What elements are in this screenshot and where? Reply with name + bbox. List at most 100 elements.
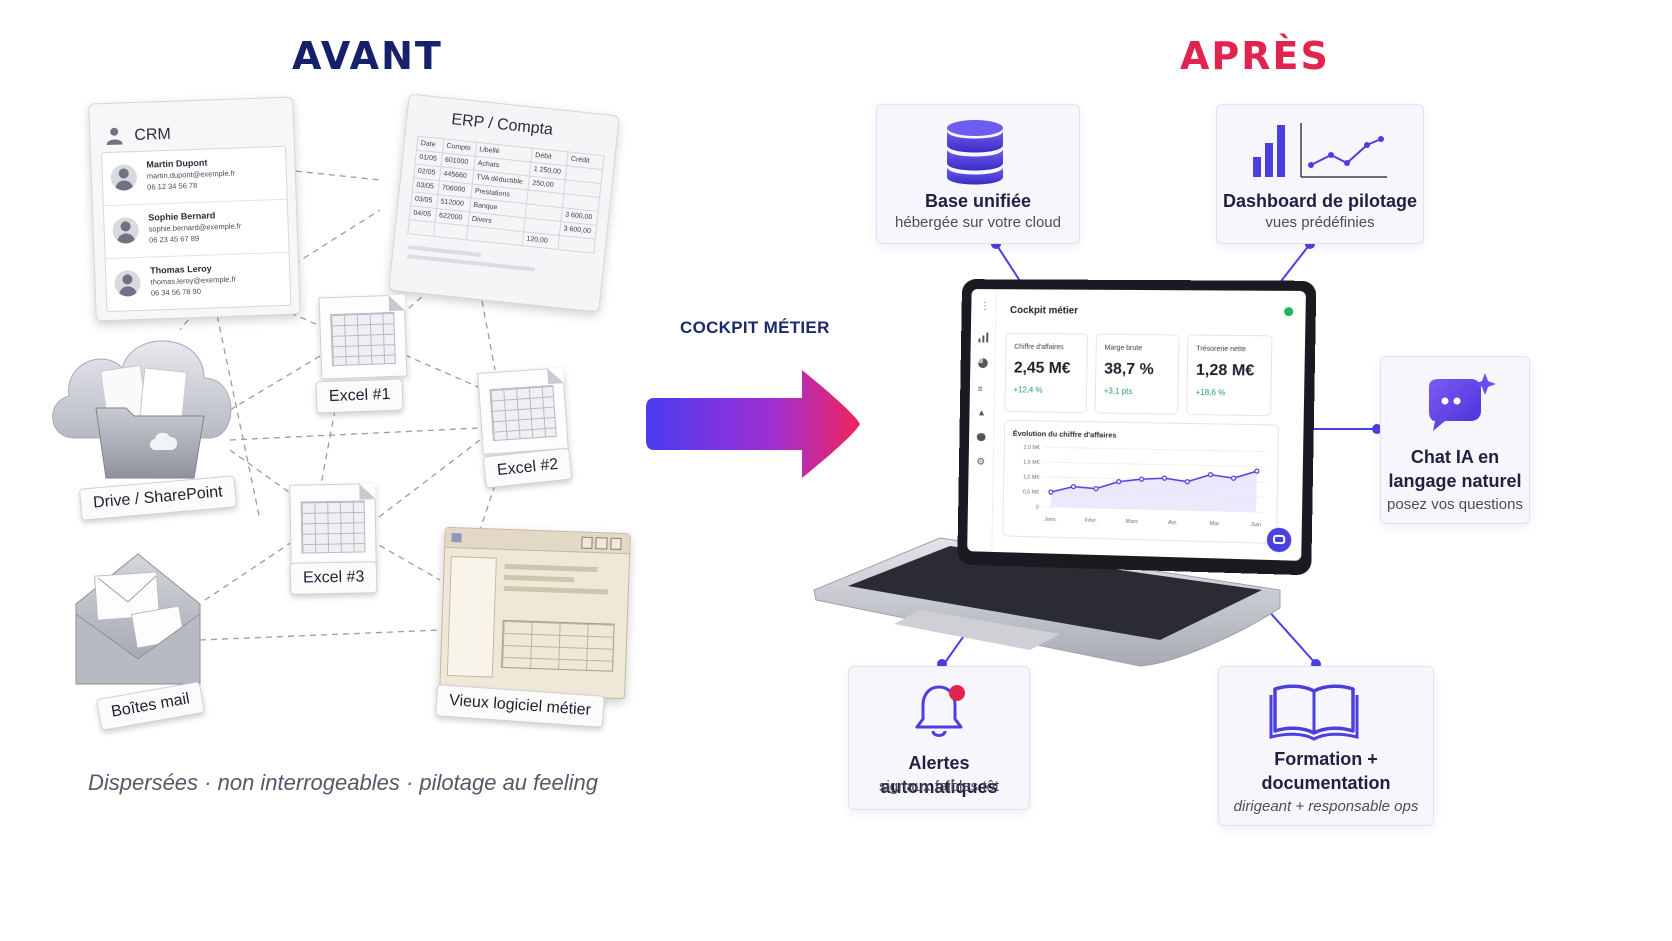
crm-title: CRM (134, 125, 172, 145)
data-point (1071, 485, 1075, 489)
data-grid (501, 619, 615, 672)
list-item: Sophie Bernard sophie.bernard@exemple.fr… (103, 199, 289, 260)
connector-dot (1311, 659, 1321, 669)
feature-title-line1: Chat IA en (1410, 447, 1500, 467)
kpi-label: Marge brute (1104, 344, 1143, 353)
kpi-delta: +12,4 % (1013, 385, 1043, 395)
data-point (1255, 469, 1259, 473)
y-tick-label: 1,0 M€ (1023, 475, 1040, 481)
erp-footer-lines (406, 245, 591, 282)
grid-line (1044, 447, 1266, 451)
laptop-screen: ⋮ ≡ ▲ ⚙ Cockpit métier Chiffre d'affaire… (957, 279, 1317, 576)
feature-subtitle: posez vos questions (1387, 496, 1523, 513)
x-tick-label: Mars (1126, 519, 1139, 525)
kpi-delta: +3,1 pts (1103, 386, 1133, 396)
laptop-base (813, 537, 1281, 667)
list-icon[interactable]: ≡ (977, 383, 983, 394)
crm-contact-list: Martin Dupont martin.dupont@exemple.fr 0… (100, 145, 292, 313)
excel-3-label: Excel #3 (289, 561, 378, 595)
bar-line-chart-icon (1253, 123, 1387, 178)
contact-name: Thomas Leroy (149, 263, 212, 276)
data-point (1208, 473, 1212, 477)
kpi-label: Chiffre d'affaires (1014, 343, 1064, 352)
contact-email: sophie.bernard@exemple.fr (148, 221, 242, 234)
database-icon (947, 120, 1003, 185)
contact-email: thomas.leroy@exemple.fr (150, 274, 237, 287)
arrow-label: COCKPIT MÉTIER (680, 318, 830, 337)
grid-line (1044, 462, 1266, 467)
data-point (1094, 487, 1098, 491)
chat-fab-button[interactable] (1266, 527, 1292, 553)
cell: 120,00 (522, 231, 560, 250)
apres-title: APRÈS (1180, 34, 1330, 78)
avant-title: AVANT (292, 34, 443, 78)
x-tick-label: Févr. (1085, 518, 1098, 524)
contact-name: Sophie Bernard (148, 210, 216, 223)
data-point (1162, 476, 1166, 480)
user-icon (106, 127, 123, 146)
feature-alertes: Alertes automatiques signaux faibles tôt (848, 666, 1030, 810)
erp-table: Date Compte Libellé Débit Crédit 01/05 6… (407, 136, 604, 254)
feature-formation: Formation + documentation dirigeant + re… (1218, 666, 1434, 826)
excel-3-sheet-icon (289, 483, 377, 567)
contact-phone: 06 23 45 67 89 (148, 233, 200, 245)
kpi-delta: +18,6 % (1195, 387, 1226, 398)
cell (557, 235, 596, 254)
feature-subtitle: vues prédéfinies (1265, 214, 1375, 231)
avatar (112, 216, 140, 244)
data-point (1117, 480, 1121, 484)
envelope-icon (75, 553, 201, 685)
bell-icon (915, 685, 965, 737)
erp-card: ERP / Compta Date Compte Libellé Débit C… (388, 93, 620, 313)
feature-dashboard: Dashboard de pilotage vues prédéfinies (1216, 104, 1424, 244)
data-point (1231, 476, 1235, 480)
old-software-window (439, 526, 631, 700)
transformation-arrow (646, 370, 860, 478)
x-tick-label: Juin (1251, 522, 1261, 528)
cell (407, 219, 435, 237)
status-dot (1284, 307, 1294, 317)
erp-title: ERP / Compta (450, 111, 554, 139)
contact-phone: 06 34 56 78 90 (150, 286, 202, 298)
y-tick-label: 2,0 M€ (1023, 445, 1040, 451)
menu-icon[interactable]: ⋮ (979, 300, 990, 312)
feature-base-unifiee: Base unifiée hébergée sur votre cloud (876, 104, 1080, 244)
contact-phone: 06 12 34 56 78 (147, 180, 198, 192)
bell-small-icon[interactable]: ▲ (977, 407, 986, 418)
feature-subtitle: dirigeant + responsable ops (1233, 798, 1419, 815)
avatar (110, 164, 138, 191)
window-controls (581, 536, 622, 550)
feature-title: Alertes automatiques (880, 753, 998, 797)
tree-panel (446, 556, 497, 678)
connector-dot (991, 239, 1001, 249)
x-tick-label: Janv. (1044, 517, 1057, 523)
open-book-icon (1269, 684, 1359, 741)
series-area (1050, 466, 1257, 513)
chat-small-icon[interactable] (976, 433, 986, 442)
data-point (1049, 490, 1053, 494)
chart-title: Évolution du chiffre d'affaires (1012, 428, 1117, 440)
y-tick-label: 0,5 M€ (1023, 489, 1040, 495)
connector-dot (1305, 239, 1315, 249)
gear-icon[interactable]: ⚙ (976, 456, 986, 468)
list-item: Thomas Leroy thomas.leroy@exemple.fr 06 … (106, 253, 291, 312)
contact-email: martin.dupont@exemple.fr (146, 168, 236, 181)
chart-icon[interactable] (978, 332, 989, 343)
feature-subtitle: hébergée sur votre cloud (895, 214, 1061, 231)
before-tagline: Dispersées · non interrogeables · pilota… (88, 770, 598, 795)
avatar (114, 269, 142, 297)
feature-chat-ia: Chat IA en langage naturel posez vos que… (1380, 356, 1530, 524)
cloud-folder-icon (52, 340, 232, 479)
y-tick-label: 0 (1036, 505, 1039, 511)
feature-title: Dashboard de pilotage (1222, 191, 1418, 211)
revenue-chart-card: Évolution du chiffre d'affaires 2,0 M€ 1,… (1002, 419, 1280, 544)
feature-title-line2: documentation (1261, 773, 1391, 793)
pie-icon[interactable] (978, 358, 988, 369)
feature-subtitle: signaux faibles tôt (878, 778, 1000, 795)
app-icon (451, 533, 462, 543)
connector-dot (937, 659, 947, 669)
contact-name: Martin Dupont (146, 157, 208, 170)
kpi-card: Marge brute 38,7 % +3,1 pts (1094, 333, 1180, 415)
feature-title-line1: Formation + (1274, 749, 1378, 769)
excel-1-sheet-icon (318, 294, 408, 380)
